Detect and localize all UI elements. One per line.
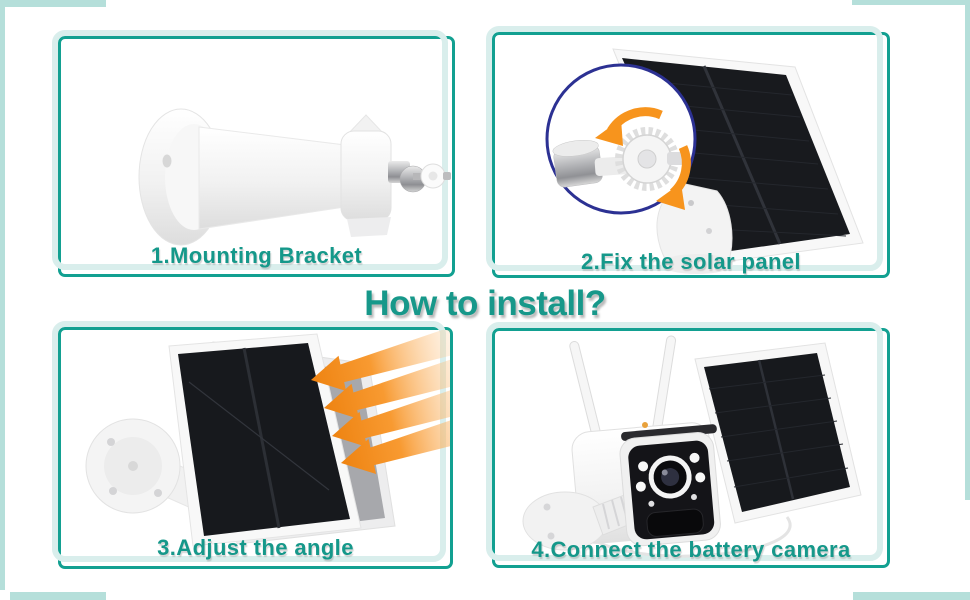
corner-accent-strip-top-left (0, 0, 106, 7)
step-panel-3: 3.Adjust the angle (52, 321, 453, 569)
antennas (569, 335, 677, 436)
mounting-bracket-illustration (61, 39, 452, 274)
step-label-3: 3.Adjust the angle (157, 535, 354, 560)
wall-bracket (138, 108, 451, 246)
connect-camera-illustration (495, 331, 887, 565)
corner-accent-strip-bottom-left (10, 592, 106, 600)
mounting-bracket-graphic (138, 108, 451, 246)
rotation-knob-callout (545, 63, 697, 215)
wall-mount (85, 418, 226, 515)
step-label-2: 2.Fix the solar panel (581, 249, 801, 274)
screw-hole (162, 154, 172, 168)
rotation-arrows-icon (595, 107, 691, 210)
connect-camera-graphic (522, 335, 862, 558)
power-cable (583, 516, 792, 558)
step-label-1: 1.Mounting Bracket (150, 243, 363, 268)
step-panel-1: 1.Mounting Bracket (52, 30, 455, 277)
fix-solar-panel-illustration (495, 35, 887, 275)
solar-panel (694, 342, 862, 524)
page-title: How to install? (364, 284, 606, 323)
fix-solar-panel-graphic (545, 48, 864, 274)
metal-pin (552, 139, 603, 188)
step-label-4: 4.Connect the battery camera (531, 537, 851, 562)
pir-sensor (646, 508, 704, 537)
solar-panel (168, 333, 362, 547)
camera-face (619, 432, 721, 547)
corner-accent-strip-top-right (852, 0, 970, 5)
lock-collar (340, 130, 392, 222)
corner-accent-strip-bottom-right (853, 592, 970, 600)
adjust-angle-illustration (61, 330, 450, 566)
adjust-angle-graphic (85, 330, 450, 547)
step-panel-2: 2.Fix the solar panel (486, 26, 890, 278)
camera-lens (648, 455, 692, 499)
step-panel-4: 4.Connect the battery camera (486, 322, 890, 568)
corner-accent-strip-left (0, 0, 5, 590)
corner-accent-strip-right (965, 0, 970, 500)
